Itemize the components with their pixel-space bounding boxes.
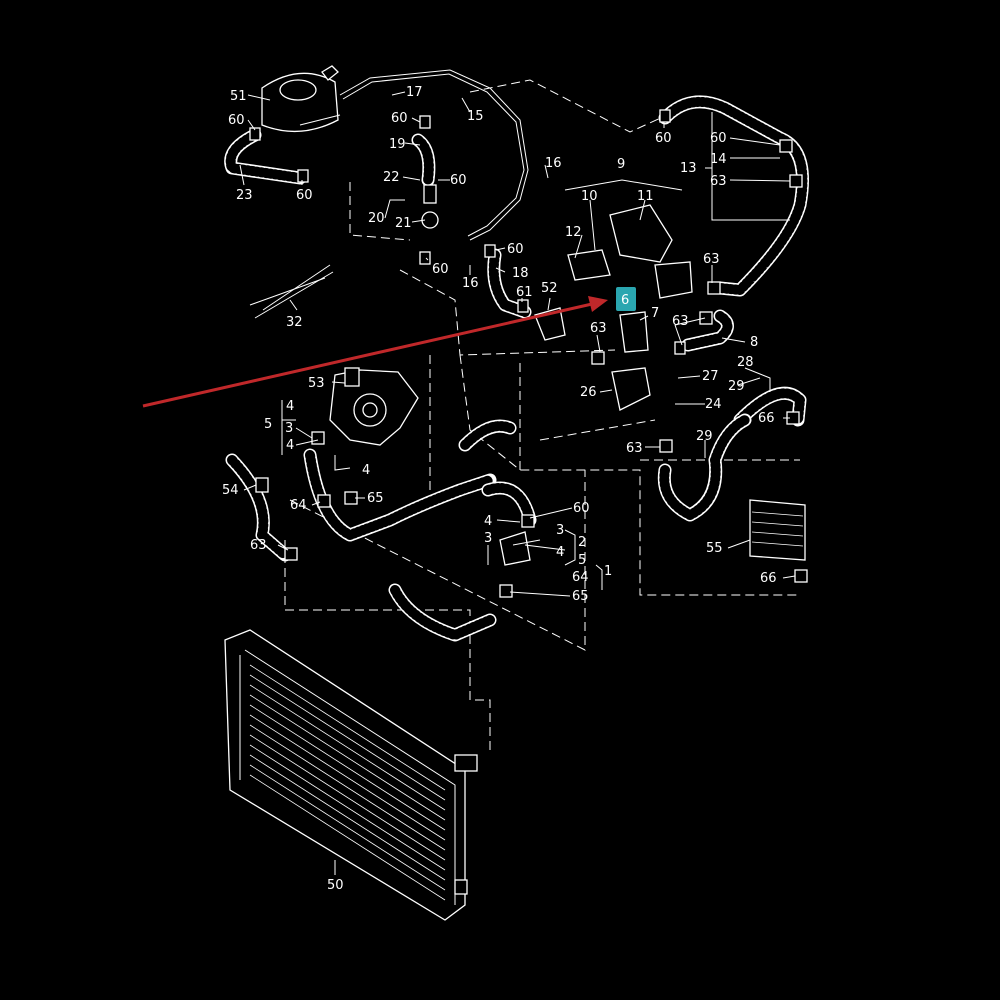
callout-16: 16 [545,156,562,171]
leader-lines [239,91,796,875]
callout-60: 60 [391,111,408,126]
callout-12: 12 [565,225,582,240]
callout-21: 21 [395,216,412,231]
callout-4: 4 [556,545,564,560]
components [329,184,806,566]
callout-9: 9 [617,157,625,172]
callout-4: 4 [484,514,492,529]
callout-4: 4 [286,438,294,453]
callout-labels: 51 60 23 60 17 15 60 19 22 60 20 21 16 9… [222,85,777,893]
callout-7: 7 [651,306,659,321]
callout-64: 64 [290,498,307,513]
callout-60: 60 [710,131,727,146]
callout-63: 63 [590,321,607,336]
callout-5: 5 [264,417,272,432]
callout-22: 22 [383,170,400,185]
callout-63: 63 [710,174,727,189]
callout-53: 53 [308,376,325,391]
callout-27: 27 [702,369,719,384]
callout-54: 54 [222,483,239,498]
callout-60: 60 [296,188,313,203]
callout-19: 19 [389,137,406,152]
expansion-tank [261,65,341,133]
callout-16: 16 [462,276,479,291]
callout-60: 60 [450,173,467,188]
callout-15: 15 [467,109,484,124]
callout-65: 65 [572,589,589,604]
callout-32: 32 [286,315,303,330]
callout-6-highlighted: 6 [621,293,629,308]
callout-60: 60 [228,113,245,128]
callout-63: 63 [626,441,643,456]
callout-63: 63 [703,252,720,267]
callout-11: 11 [637,189,654,204]
callout-60: 60 [507,242,524,257]
callout-1: 1 [604,564,612,579]
callout-61: 61 [516,285,533,300]
callout-4: 4 [362,463,370,478]
callout-3: 3 [556,523,564,538]
callout-23: 23 [236,188,253,203]
callout-66: 66 [760,571,777,586]
callout-63: 63 [672,314,689,329]
callout-20: 20 [368,211,385,226]
callout-14: 14 [710,152,727,167]
callout-29: 29 [728,379,745,394]
callout-18: 18 [512,266,529,281]
group-outlines [284,79,800,755]
callout-10: 10 [581,189,598,204]
callout-5: 5 [578,553,586,568]
callout-60: 60 [573,501,590,516]
callout-63: 63 [250,538,267,553]
callout-60: 60 [655,131,672,146]
callout-64: 64 [572,570,589,585]
callout-2: 2 [578,535,586,550]
callout-50: 50 [327,878,344,893]
callout-65: 65 [367,491,384,506]
callout-51: 51 [230,89,247,104]
callout-66: 66 [758,411,775,426]
radiator [224,629,478,921]
pipes [249,69,529,319]
callout-28: 28 [737,355,754,370]
callout-8: 8 [750,335,758,350]
callout-3: 3 [285,421,293,436]
callout-55: 55 [706,541,723,556]
callout-52: 52 [541,281,558,296]
callout-4: 4 [286,399,294,414]
highlight-badge [616,287,636,311]
callout-17: 17 [406,85,423,100]
callout-3: 3 [484,531,492,546]
callout-60: 60 [432,262,449,277]
callout-24: 24 [705,397,722,412]
callout-26: 26 [580,385,597,400]
callout-29: 29 [696,429,713,444]
hoses [224,95,809,642]
pointer-arrow [142,296,608,408]
callout-13: 13 [680,161,697,176]
